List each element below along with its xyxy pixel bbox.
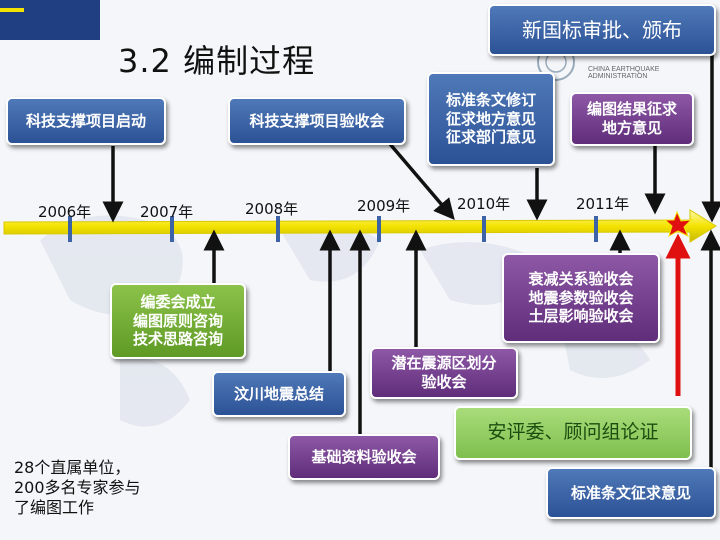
header-accent-bar xyxy=(0,8,24,12)
box-line: 科技支撑项目启动 xyxy=(25,111,146,130)
year-label-2007: 2007年 xyxy=(140,203,194,221)
box-line: 征求地方意见 xyxy=(445,109,536,128)
box-attenuation: 衰减关系验收会 地震参数验收会 土层影响验收会 xyxy=(502,253,660,343)
box-source-zones: 潜在震源区划分 验收会 xyxy=(370,347,518,399)
box-expert-review: 安评委、顾问组论证 xyxy=(454,406,692,460)
note-line: 200多名专家参与 xyxy=(14,478,141,497)
box-basic-data: 基础资料验收会 xyxy=(288,434,440,480)
arrows-up xyxy=(203,229,720,468)
box-line: 地方意见 xyxy=(601,119,662,137)
box-project-acceptance: 科技支撑项目验收会 xyxy=(228,97,406,145)
header-dark-corner xyxy=(0,0,100,40)
box-line: 新国标审批、颁布 xyxy=(522,17,682,42)
page-title: 3.2 编制过程 xyxy=(118,42,316,80)
box-line: 汶川地震总结 xyxy=(233,384,324,403)
year-label-2011: 2011年 xyxy=(576,195,630,213)
year-label-2009: 2009年 xyxy=(357,197,411,215)
box-wenchuan-summary: 汶川地震总结 xyxy=(212,371,346,417)
year-label-2006: 2006年 xyxy=(38,203,92,221)
year-label-2008: 2008年 xyxy=(245,200,299,218)
box-line: 土层影响验收会 xyxy=(528,307,634,326)
box-line: 地震参数验收会 xyxy=(528,288,634,307)
milestone-star-icon xyxy=(663,210,693,238)
box-line: 基础资料验收会 xyxy=(311,447,417,466)
box-committee: 编委会成立 编图原则咨询 技术思路咨询 xyxy=(110,283,246,359)
box-standard-approval: 新国标审批、颁布 xyxy=(488,4,716,56)
box-standard-opinion: 标准条文征求意见 xyxy=(546,467,716,519)
box-line: 潜在震源区划分 xyxy=(391,354,497,373)
year-label-2010: 2010年 xyxy=(457,195,511,213)
arrows-down xyxy=(102,55,720,223)
year-ticks xyxy=(68,216,598,242)
box-line: 安评委、顾问组论证 xyxy=(487,421,659,444)
box-line: 标准条文征求意见 xyxy=(570,483,691,502)
box-line: 衰减关系验收会 xyxy=(528,269,634,288)
box-line: 编图原则咨询 xyxy=(132,311,223,330)
box-line: 编委会成立 xyxy=(140,292,216,311)
note-line: 了编图工作 xyxy=(14,498,95,517)
note-line: 28个直属单位， xyxy=(14,458,131,477)
participation-note: 28个直属单位， 200多名专家参与 了编图工作 xyxy=(14,458,141,518)
box-project-kickoff: 科技支撑项目启动 xyxy=(6,97,166,145)
box-results-opinion: 编图结果征求 地方意见 xyxy=(570,92,694,146)
logo-caption: CHINA EARTHQUAKE ADMINISTRATION xyxy=(588,66,660,80)
box-line: 标准条文修订 xyxy=(445,90,536,109)
box-line: 编图结果征求 xyxy=(586,100,677,119)
box-line: 技术思路咨询 xyxy=(132,330,223,349)
box-line: 验收会 xyxy=(421,373,467,391)
box-standard-revision: 标准条文修订 征求地方意见 征求部门意见 xyxy=(427,72,555,166)
box-line: 科技支撑项目验收会 xyxy=(249,111,385,130)
box-line: 征求部门意见 xyxy=(445,128,536,147)
